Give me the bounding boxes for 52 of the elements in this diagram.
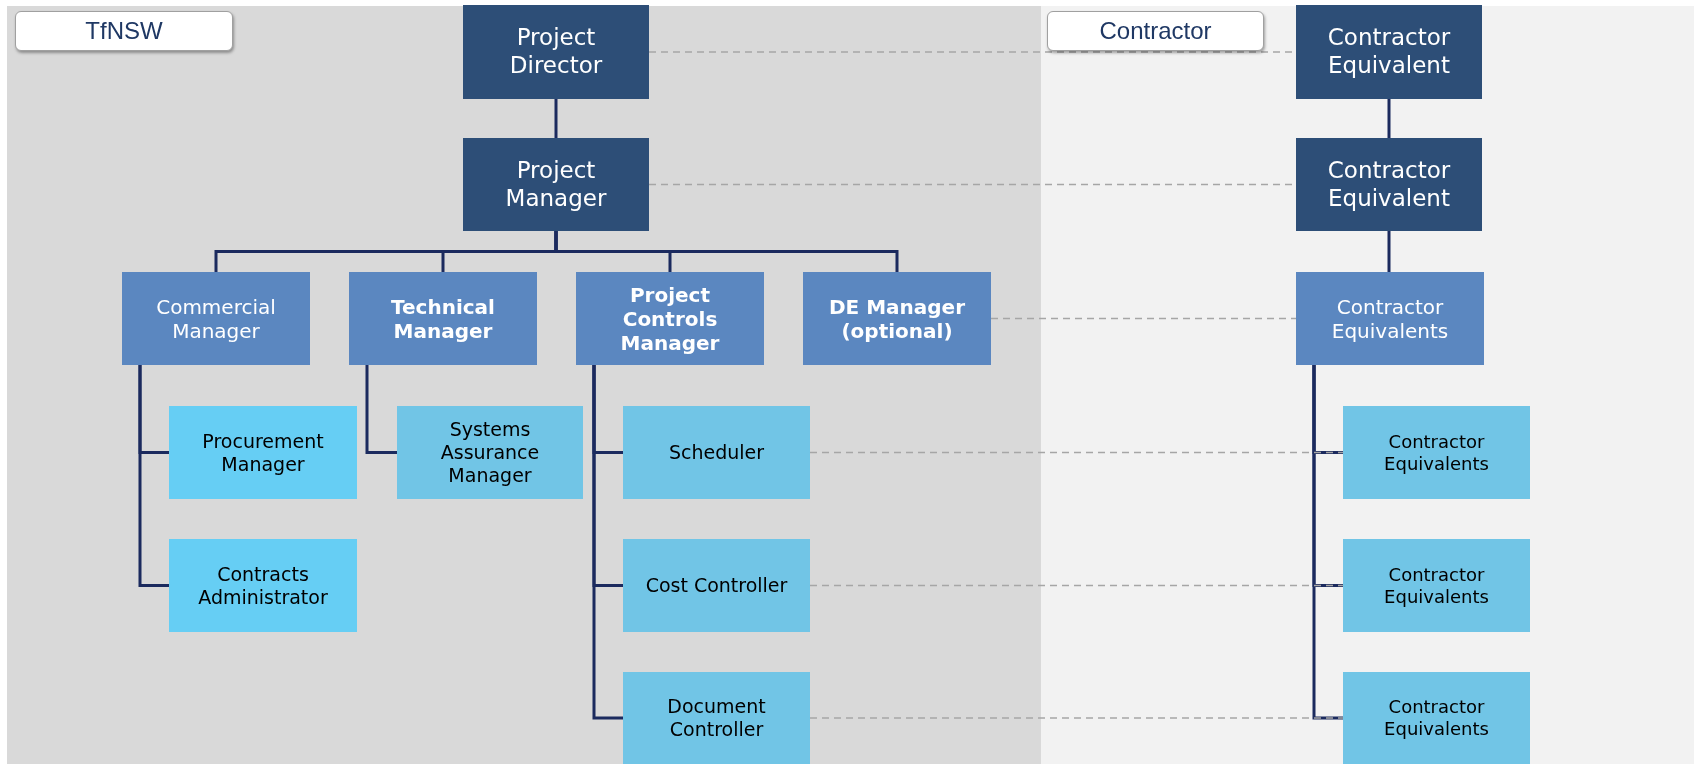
node-label: Cost Controller: [645, 574, 788, 597]
node-label: Contractor Equivalent: [1326, 156, 1452, 213]
connector-line: [1312, 365, 1343, 720]
node-label: Procurement Manager: [201, 429, 325, 476]
role-box: [803, 272, 991, 365]
dashed-connector: [809, 584, 1344, 587]
node-label: Contracts Administrator: [197, 562, 329, 609]
connector-line: [365, 365, 397, 454]
role-box: [1296, 5, 1482, 99]
role-box: [1343, 539, 1530, 632]
node-label: Commercial Manager: [155, 294, 277, 343]
node-label: Scheduler: [668, 441, 765, 464]
role-box: [122, 272, 310, 365]
role-box: [349, 272, 537, 365]
node-label: Document Controller: [666, 695, 767, 741]
node-label: DE Manager (optional): [827, 294, 967, 343]
role-box: [1296, 138, 1482, 231]
node-label: Technical Manager: [390, 294, 496, 343]
section-tag: [15, 11, 233, 51]
role-box: [1343, 406, 1530, 499]
role-box: [576, 272, 764, 365]
section-tag: [1047, 11, 1264, 51]
role-box: [623, 672, 810, 764]
dashed-connector: [809, 451, 1344, 454]
role-box: [1296, 272, 1484, 365]
connector-line: [554, 231, 899, 272]
dashed-connector: [809, 717, 1344, 719]
node-label: TfNSW: [85, 16, 163, 46]
node-label: Contractor Equivalents: [1383, 430, 1490, 475]
connector-line: [554, 99, 558, 138]
role-box: [623, 539, 810, 632]
role-box: [1343, 672, 1530, 764]
role-box: [463, 5, 649, 99]
node-label: Contractor: [1099, 16, 1212, 46]
node-label: Project Director: [508, 24, 604, 80]
role-box: [397, 406, 583, 499]
role-box: [463, 138, 649, 231]
node-label: Contractor Equivalents: [1383, 563, 1490, 608]
connector-line: [1387, 99, 1391, 138]
node-label: Systems Assurance Manager: [439, 418, 541, 487]
connector-line: [1387, 231, 1391, 272]
node-label: Contractor Equivalent: [1326, 24, 1452, 80]
connector-line: [592, 365, 623, 720]
connector-line: [138, 365, 169, 587]
node-label: Project Controls Manager: [619, 282, 721, 355]
role-box: [623, 406, 810, 499]
role-box: [169, 539, 357, 632]
role-box: [169, 406, 357, 499]
node-label: Project Manager: [504, 156, 608, 213]
dashed-connector: [990, 317, 1297, 320]
node-label: Contractor Equivalents: [1330, 294, 1450, 343]
node-label: Contractor Equivalents: [1383, 696, 1490, 740]
